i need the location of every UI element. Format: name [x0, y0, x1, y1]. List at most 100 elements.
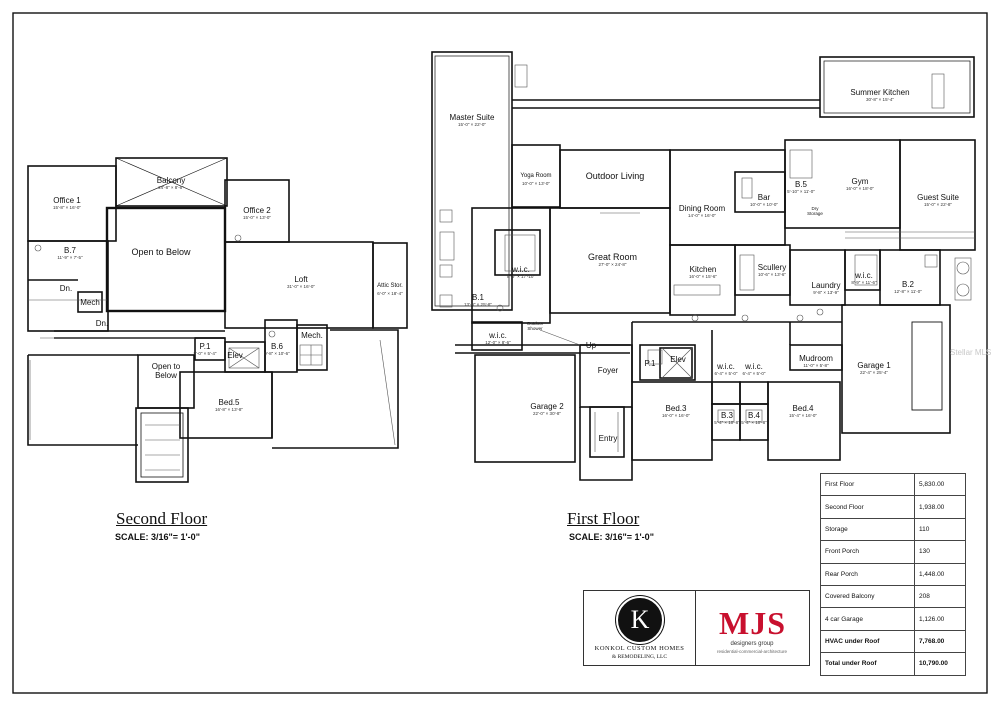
room-name: Loft [294, 275, 308, 284]
room-label: Garage 1 22'-4" × 25'-4" [850, 361, 898, 375]
room-name: Garage 1 [857, 361, 891, 370]
room-dims: 10'-0" × 10'-0" [749, 202, 779, 207]
room-label: B.2 12'-8" × 11'-0" [890, 280, 926, 294]
room-name: Dn. [95, 319, 109, 328]
room-name: w.i.c. [489, 331, 507, 340]
room-name: Scullery [757, 263, 787, 272]
room-label: Foyer [594, 366, 622, 375]
room-name: Office 1 [53, 196, 81, 205]
area-value: 1,448.00 [914, 562, 966, 586]
room-dims: 16'-8" × 13'-8" [214, 407, 244, 412]
first-floor-scale: SCALE: 3/16"= 1'-0" [569, 532, 654, 542]
room-name: Bed.4 [792, 404, 814, 413]
room-name: Open to Below [151, 362, 181, 380]
konkol-monogram: K [616, 596, 664, 644]
area-label: Rear Porch [820, 562, 915, 586]
room-name: Summer Kitchen [850, 88, 910, 97]
room-name: w.i.c. [855, 271, 873, 280]
room-dims: 16'-0" × 15'-6" [688, 274, 718, 279]
room-dims: 5'-10" × 11'-0" [787, 189, 815, 194]
room-name: Great Room [587, 252, 638, 262]
room-dims: 10'-6" × 13'-6" [757, 272, 787, 277]
room-label: w.i.c. 8'-9" × 11'-6" [848, 271, 880, 285]
room-name: Garage 2 [530, 402, 564, 411]
room-name: w.i.c. [745, 362, 763, 371]
room-label: Open to Below [131, 247, 191, 257]
room-dims: 9'-8" × 13'-9" [813, 290, 839, 295]
room-label: w.i.c. 6'-4" × 5'-0" [712, 362, 740, 376]
area-value: 110 [914, 517, 966, 542]
room-label: B.6 9'-8" × 10'-6" [262, 342, 292, 356]
room-dims: 11'-9" × 7'-5" [57, 255, 83, 260]
room-label: Elev [665, 355, 691, 364]
room-dims: 8'-9" × 17'-10" [506, 274, 536, 279]
room-name: Bed.5 [218, 398, 240, 407]
room-name: w.i.c. [512, 265, 530, 274]
room-label: Mech [79, 298, 101, 307]
room-label: B.3 5'-4" × 10'-8" [713, 411, 741, 425]
room-label: w.i.c. 12'-0" × 8'-6" [480, 331, 516, 345]
area-label: Storage [820, 517, 915, 542]
room-name: Guest Suite [917, 193, 959, 202]
mjs-subtagline: residential-commercial-architecture [716, 649, 788, 654]
area-value: 208 [914, 584, 966, 609]
room-name: B.4 [747, 411, 760, 420]
room-label: Summer Kitchen 30'-8" × 15'-4" [845, 88, 915, 102]
room-label: Up [581, 341, 601, 350]
room-dims: 11'-0" × 5'-8" [803, 363, 829, 368]
room-label: Guest Suite 15'-0" × 22'-8" [911, 193, 965, 207]
room-dims: 10'-0" × 13'-0" [521, 181, 551, 186]
room-dims: 30'-8" × 15'-4" [865, 97, 895, 102]
room-name: Bed.3 [665, 404, 687, 413]
konkol-logo: K KONKOL CUSTOM HOMES & REMODELING, LLC [584, 591, 696, 665]
room-label: Yoga Room 10'-0" × 13'-0" [514, 172, 558, 186]
room-label: Bed.3 16'-0" × 16'-0" [655, 404, 697, 418]
room-name: Master Suite [449, 113, 495, 122]
room-name: Entry [598, 434, 618, 443]
room-name: Up [585, 341, 597, 350]
room-dims: 8'-0" × 5'-4" [193, 351, 217, 356]
room-dims: 22'-4" × 25'-4" [859, 370, 889, 375]
second-floor-details [28, 234, 396, 471]
room-dims: 15'-0" × 22'-0" [457, 122, 487, 127]
mjs-tagline: designers group [730, 641, 774, 647]
room-label: P.1 [640, 359, 660, 368]
room-name: B.7 [63, 246, 76, 255]
room-dims: 13'-0" × 25'-8" [463, 302, 493, 307]
room-dims: 15'-0" × 13'-0" [242, 215, 272, 220]
room-name: Elev [227, 351, 243, 360]
room-dims: 5'-4" × 10'-8" [714, 420, 740, 425]
room-name: Attic Stor. [377, 283, 403, 289]
room-label: Kitchen 16'-0" × 15'-6" [682, 265, 724, 279]
room-label: Dry Storage [804, 206, 826, 216]
room-dims: 6'-0" × 18'-4" [377, 291, 403, 296]
room-label: Dn. [92, 319, 112, 328]
room-dims: 9'-8" × 10'-6" [264, 351, 290, 356]
room-name: B.3 [720, 411, 733, 420]
room-name: Yoga Room [520, 173, 552, 179]
area-value: 10,790.00 [914, 652, 966, 676]
area-label: Second Floor [820, 495, 915, 519]
room-dims: 8'-9" × 11'-6" [851, 280, 877, 285]
room-name: Dry Storage [807, 206, 823, 216]
first-floor-title: First Floor [567, 509, 640, 528]
second-floor-scale: SCALE: 3/16"= 1'-0" [115, 532, 200, 542]
konkol-subtitle: & REMODELING, LLC [611, 654, 668, 660]
room-label: Master Suite 15'-0" × 22'-0" [446, 113, 498, 127]
area-label: Total under Roof [820, 652, 915, 676]
room-dims: 12'-8" × 11'-0" [894, 289, 922, 294]
room-label: B.4 5'-4" × 10'-8" [740, 411, 768, 425]
room-dims: 14'-0" × 16'-0" [687, 213, 717, 218]
sheet-border [12, 12, 988, 694]
room-label: Mech. [297, 331, 327, 340]
room-dims: 22'-0" × 30'-8" [532, 411, 562, 416]
room-label: B.7 11'-9" × 7'-5" [50, 246, 90, 260]
area-value: 5,830.00 [914, 472, 966, 497]
room-label: Dn. [56, 284, 76, 293]
